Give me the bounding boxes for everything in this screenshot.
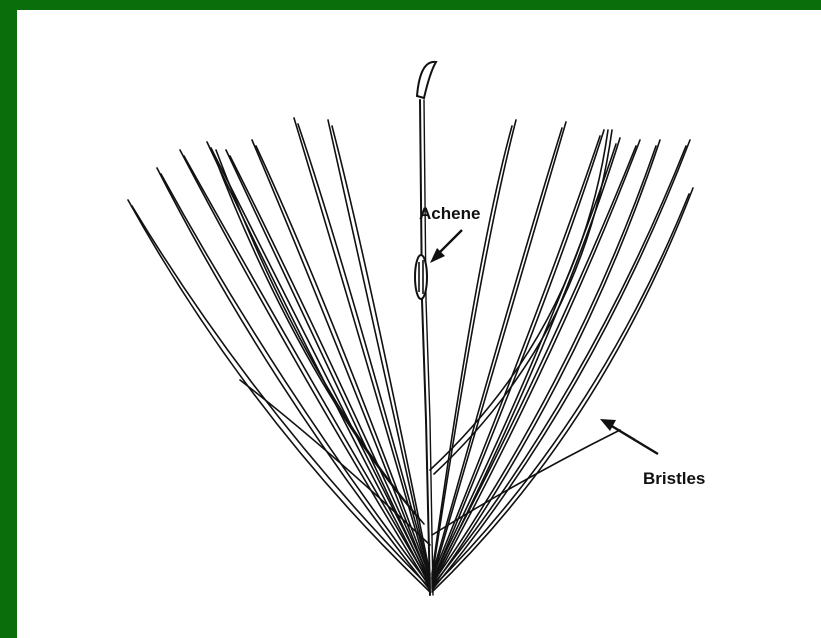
bristle <box>432 128 562 576</box>
bristle <box>212 150 420 520</box>
bristle-group <box>128 100 693 595</box>
bristle <box>294 118 430 580</box>
bristles-arrowhead <box>600 419 616 431</box>
bristle <box>434 130 612 474</box>
bristle <box>252 140 430 582</box>
achene-label: Achene <box>419 205 480 222</box>
bristle <box>184 156 430 584</box>
bristle <box>207 142 430 586</box>
achene-body <box>415 255 427 299</box>
beak-tip <box>417 62 436 98</box>
bristle <box>432 194 689 588</box>
bristles-arrow-line <box>610 425 658 454</box>
bristle <box>432 136 600 578</box>
bristles-label: Bristles <box>643 470 705 487</box>
bristle <box>128 200 430 592</box>
bristle <box>132 206 430 588</box>
bristle <box>211 148 430 582</box>
